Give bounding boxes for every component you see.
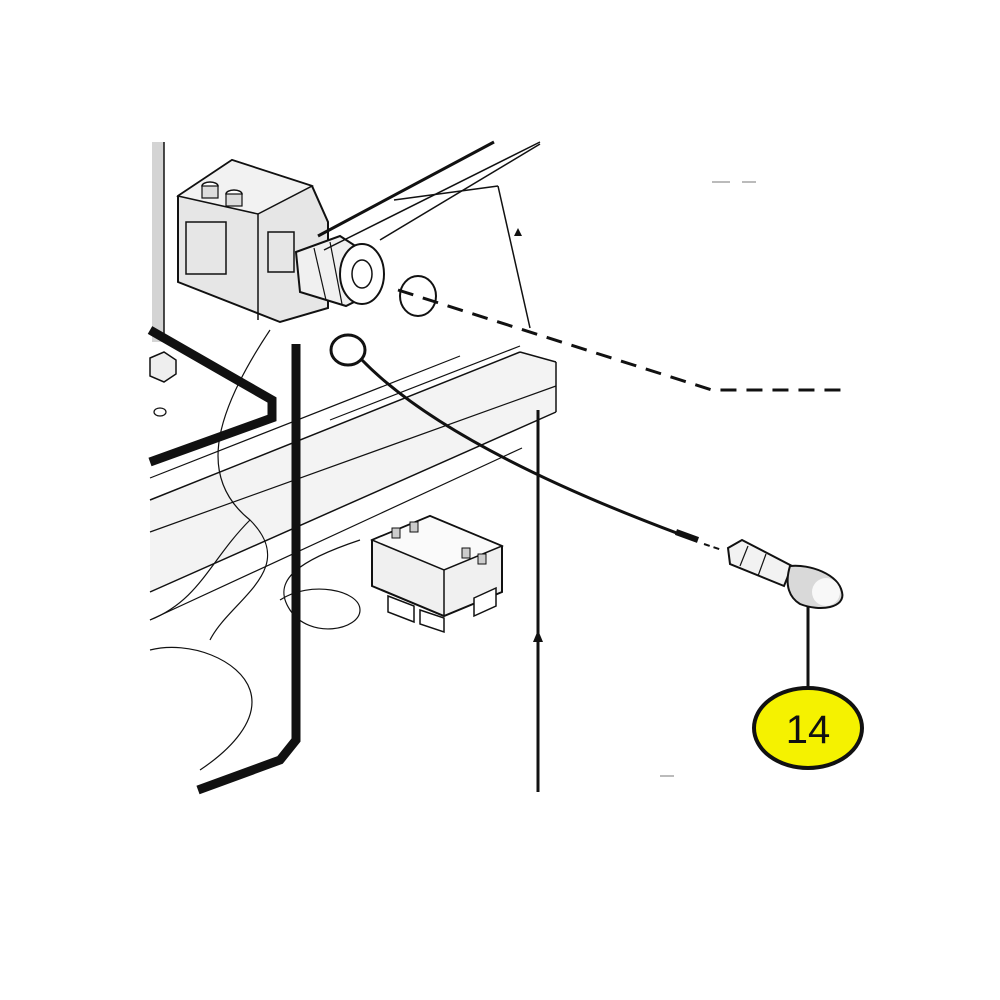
vertical-rod — [533, 410, 543, 792]
wiring — [149, 329, 361, 771]
thermocouple-tip — [726, 538, 844, 609]
thermocouple-lead — [360, 358, 691, 540]
washer — [399, 275, 437, 317]
mounting-nut — [149, 351, 177, 417]
thermostat-module — [370, 514, 504, 634]
stray-marks — [660, 181, 756, 777]
part-number-callout: 14 — [752, 686, 864, 770]
gas-valve — [176, 158, 385, 324]
thermocouple — [329, 333, 844, 690]
side-panel — [152, 142, 165, 342]
callout-badge — [752, 686, 864, 770]
callout-label: 14 — [786, 708, 831, 752]
thermocouple-fitting — [329, 333, 367, 367]
pilot-path-dashed — [397, 288, 850, 392]
control-knob — [294, 234, 385, 308]
upper-frame — [317, 140, 541, 329]
frame-outline — [147, 326, 301, 795]
control-panel — [149, 345, 557, 621]
